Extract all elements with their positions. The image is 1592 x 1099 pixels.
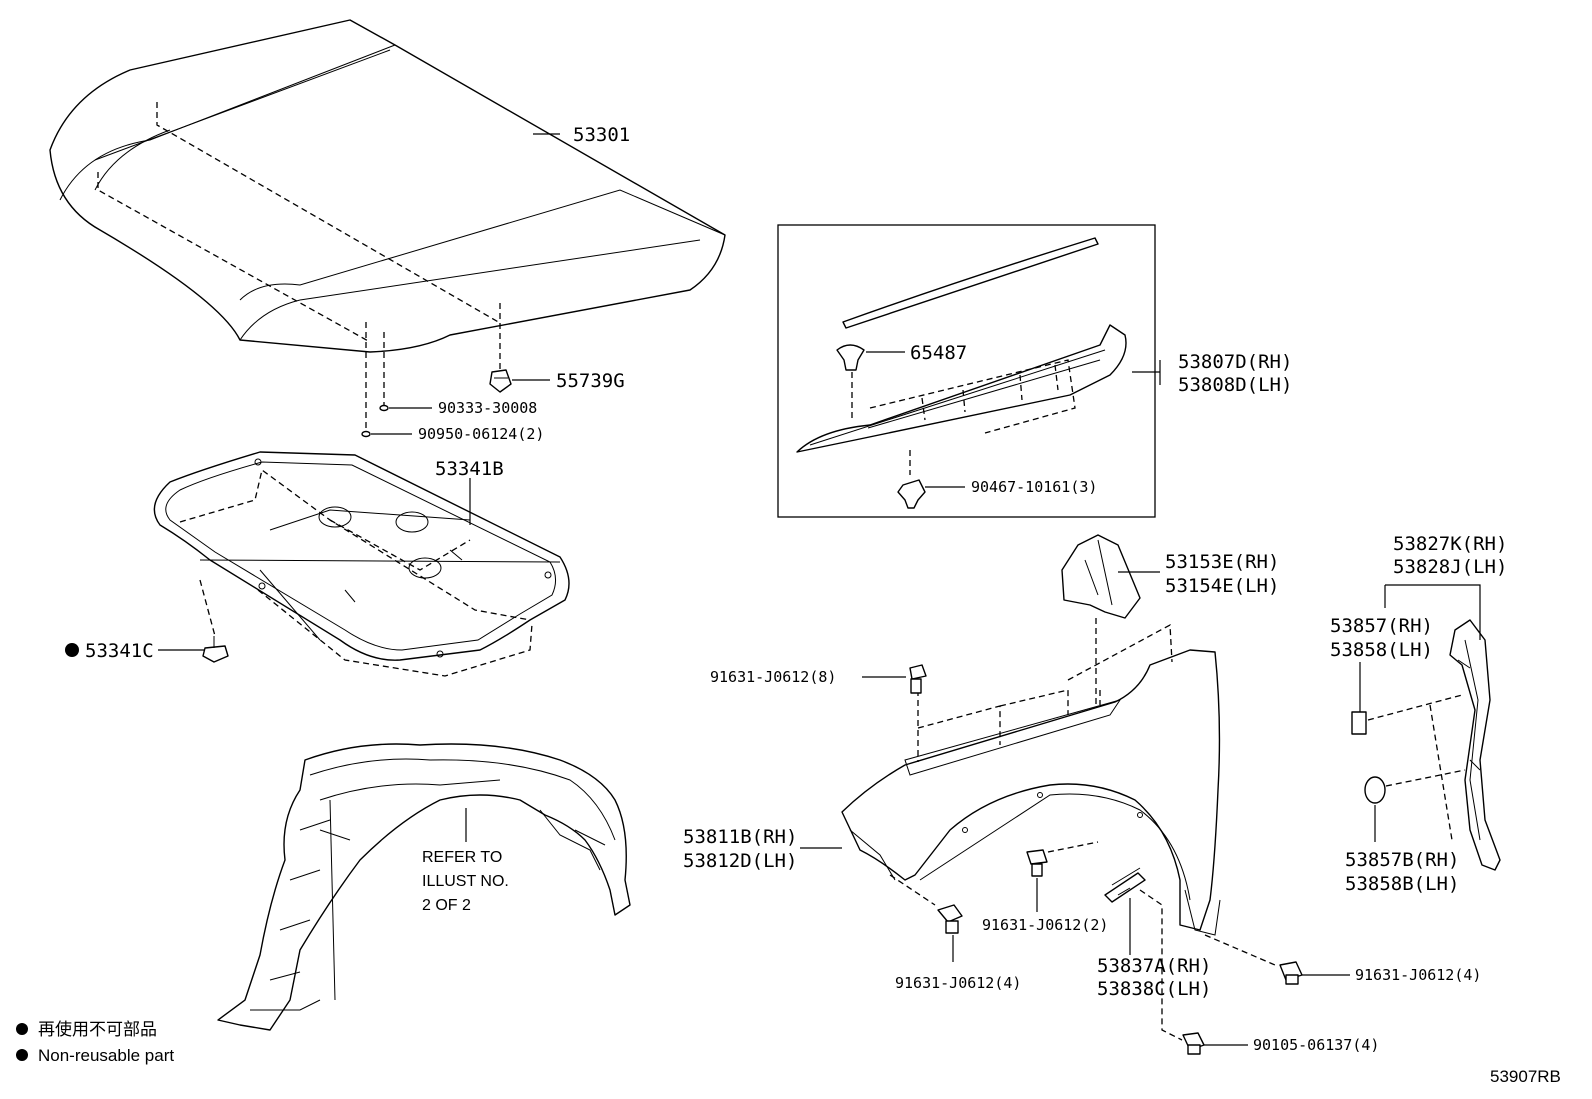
label-bolt-top: 91631-J0612(8): [710, 668, 836, 686]
shield-pad-b[interactable]: [1364, 776, 1386, 804]
bolt-front[interactable]: [937, 904, 963, 934]
seal-clip-b[interactable]: [897, 479, 926, 509]
hood-panel[interactable]: [49, 19, 726, 353]
label-bracket-rh: 53153E(RH): [1165, 551, 1279, 573]
label-seal-clip: 65487: [910, 342, 967, 364]
hood-seal[interactable]: [796, 237, 1127, 453]
label-pad-rh: 53857(RH): [1330, 615, 1433, 637]
refer-note-line1: REFER TO: [422, 849, 502, 866]
label-hood-insulator: 53341B: [435, 458, 504, 480]
fender-bracket[interactable]: [1061, 534, 1141, 619]
bolt-top[interactable]: [909, 664, 927, 694]
fender-liner[interactable]: [217, 743, 631, 1031]
label-cushion: 55739G: [556, 370, 625, 392]
label-bolt-front: 91631-J0612(4): [895, 974, 1021, 992]
label-bracket-lh: 53154E(LH): [1165, 575, 1279, 597]
refer-note-line3: 2 OF 2: [422, 897, 471, 914]
label-hood: 53301: [573, 124, 630, 146]
refer-note-line2: ILLUST NO.: [422, 873, 509, 890]
legend-dot-en: [16, 1049, 28, 1061]
label-screw-a: 90333-30008: [438, 399, 537, 417]
fender-shield[interactable]: [1449, 619, 1501, 871]
label-seal-rh: 53807D(RH): [1178, 351, 1292, 373]
insulator-clip[interactable]: [202, 636, 229, 663]
front-fender[interactable]: [841, 649, 1221, 936]
legend-jp: 再使用不可部品: [38, 1019, 157, 1039]
label-fender-rh: 53811B(RH): [683, 826, 797, 848]
hood-insulator[interactable]: [153, 451, 570, 661]
label-stay-lh: 53838C(LH): [1097, 978, 1211, 1000]
legend-dot-jp: [16, 1023, 28, 1035]
hood-cushion[interactable]: [489, 369, 512, 393]
bolt-rear[interactable]: [1279, 961, 1303, 985]
label-bolt-rear: 91631-J0612(4): [1355, 966, 1481, 984]
legend-en: Non-reusable part: [38, 1046, 174, 1065]
label-pad-lh: 53858(LH): [1330, 639, 1433, 661]
label-shield-lh: 53828J(LH): [1393, 556, 1507, 578]
shield-pad[interactable]: [1351, 711, 1367, 735]
label-shield-rh: 53827K(RH): [1393, 533, 1507, 555]
bolt-mid[interactable]: [1026, 849, 1048, 877]
label-pad-b-rh: 53857B(RH): [1345, 849, 1459, 871]
label-insulator-clip: 53341C: [85, 640, 154, 662]
label-clip-a: 90950-06124(2): [418, 425, 544, 443]
label-bolt-mid: 91631-J0612(2): [982, 916, 1108, 934]
screw-b[interactable]: [1182, 1032, 1205, 1055]
label-seal-clip-b: 90467-10161(3): [971, 478, 1097, 496]
non-reusable-mark: [65, 643, 79, 657]
label-pad-b-lh: 53858B(LH): [1345, 873, 1459, 895]
clip-part[interactable]: [361, 430, 371, 438]
screw-part[interactable]: [379, 404, 389, 412]
label-screw-b: 90105-06137(4): [1253, 1036, 1379, 1054]
seal-detail-box: [777, 224, 1156, 518]
label-stay-rh: 53837A(RH): [1097, 955, 1211, 977]
label-fender-lh: 53812D(LH): [683, 850, 797, 872]
diagram-code: 53907RB: [1490, 1067, 1561, 1086]
seal-clip[interactable]: [836, 344, 865, 371]
fender-stay[interactable]: [1104, 867, 1146, 903]
label-seal-lh: 53808D(LH): [1178, 374, 1292, 396]
